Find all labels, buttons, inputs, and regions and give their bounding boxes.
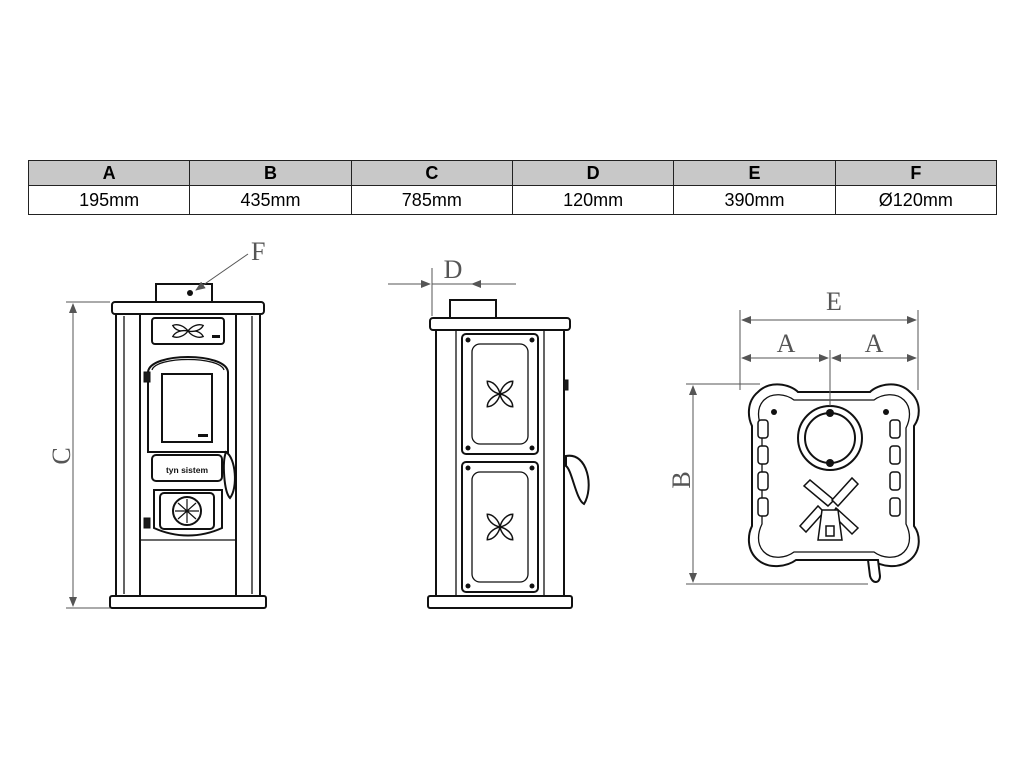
header-a: A [27,160,191,186]
header-f: F [834,160,998,186]
label-e: E [826,287,842,316]
value-a: 195mm [27,185,191,215]
label-b: B [667,471,696,488]
brand-plate [151,454,223,482]
door-glass [161,373,213,443]
label-f: F [251,237,265,266]
label-a-left: A [777,329,796,358]
dimension-value-row: 195mm 435mm 785mm 120mm 390mm Ø120mm [27,185,998,215]
value-c: 785mm [350,185,513,215]
door-handle-front [222,450,236,500]
flue-pipe-front [155,283,213,303]
left-column [115,313,141,597]
dimension-header-row: A B C D E F [27,160,998,186]
base-side [427,595,573,609]
value-d: 120mm [511,185,675,215]
value-e: 390mm [673,185,836,215]
side-view [427,299,590,609]
dimension-table: A B C D E F 195mm 435mm 785mm 120mm 390m… [27,160,998,215]
front-view: tyn sistem [109,283,267,609]
header-e: E [673,160,836,186]
windmill-motif [798,476,860,541]
header-d: D [511,160,675,186]
label-c: C [47,447,76,464]
top-view [747,383,920,583]
right-column [235,313,261,597]
flue-pipe-side [449,299,497,319]
base-front [109,595,267,609]
top-plate-front [111,301,265,315]
label-a-right: A [865,329,884,358]
label-d: D [444,255,463,284]
value-f: Ø120mm [834,185,998,215]
top-plate-outline [747,383,920,567]
door-handle-side [565,454,590,506]
top-plate-side [429,317,571,331]
brand-text: tyn sistem [166,465,208,475]
door-handle-top [866,559,882,583]
value-b: 435mm [189,185,352,215]
